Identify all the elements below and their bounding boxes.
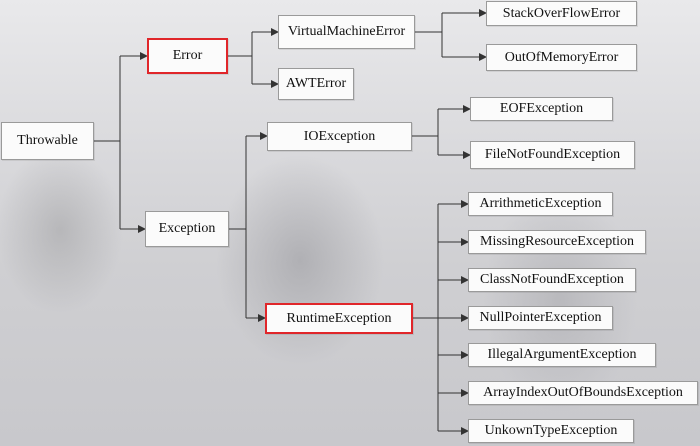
node-illegalargumentexception: IllegalArgumentException <box>468 343 656 367</box>
node-classnotfoundexception: ClassNotFoundException <box>468 268 636 292</box>
node-virtualmachineerror: VirtualMachineError <box>278 15 415 49</box>
node-error: Error <box>147 38 228 74</box>
node-runtimeexception: RuntimeException <box>265 303 413 334</box>
node-nullpointerexception: NullPointerException <box>468 306 613 330</box>
node-awterror: AWTError <box>278 68 354 100</box>
node-arrithmeticexception: ArrithmeticException <box>468 192 613 216</box>
node-ioexception: IOException <box>267 122 412 151</box>
node-filenotfoundexception: FileNotFoundException <box>470 141 635 169</box>
node-exception: Exception <box>145 211 229 247</box>
node-missingresourceexception: MissingResourceException <box>468 230 646 254</box>
node-outofmemoryerror: OutOfMemoryError <box>486 44 637 71</box>
node-throwable: Throwable <box>1 122 94 160</box>
node-eofexception: EOFException <box>470 97 613 121</box>
node-stackoverflowerror: StackOverFlowError <box>486 1 637 26</box>
node-unkowntypeexception: UnkownTypeException <box>468 419 634 443</box>
node-arrayindexoutofboundsexception: ArrayIndexOutOfBoundsException <box>468 381 698 405</box>
